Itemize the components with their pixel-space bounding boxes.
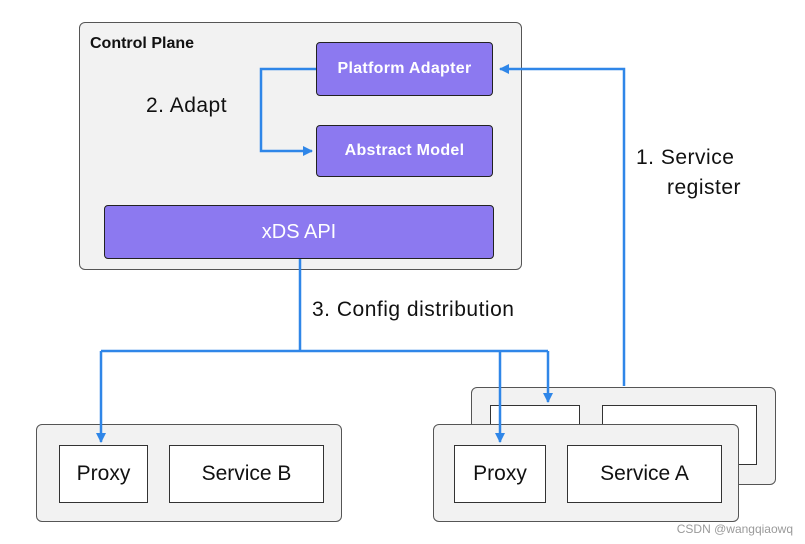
proxy-a-box: Proxy (454, 445, 546, 503)
service-a-box: Service A (567, 445, 722, 503)
platform-adapter-box: Platform Adapter (316, 42, 493, 96)
service-register-arrow (499, 64, 626, 386)
xds-api-box: xDS API (104, 205, 494, 259)
watermark: CSDN @wangqiaowq (676, 522, 793, 536)
control-plane-title: Control Plane (90, 35, 195, 52)
abstract-model-box: Abstract Model (316, 125, 493, 177)
config-distribution-label: 3. Config distribution (312, 298, 515, 321)
service-register-label-line1: 1. Service (636, 146, 735, 169)
proxy-b-box: Proxy (59, 445, 148, 503)
adapt-arrow (259, 67, 316, 156)
service-b-box: Service B (169, 445, 324, 503)
adapt-label: 2. Adapt (146, 94, 228, 117)
service-register-label-line2: register (667, 176, 742, 199)
